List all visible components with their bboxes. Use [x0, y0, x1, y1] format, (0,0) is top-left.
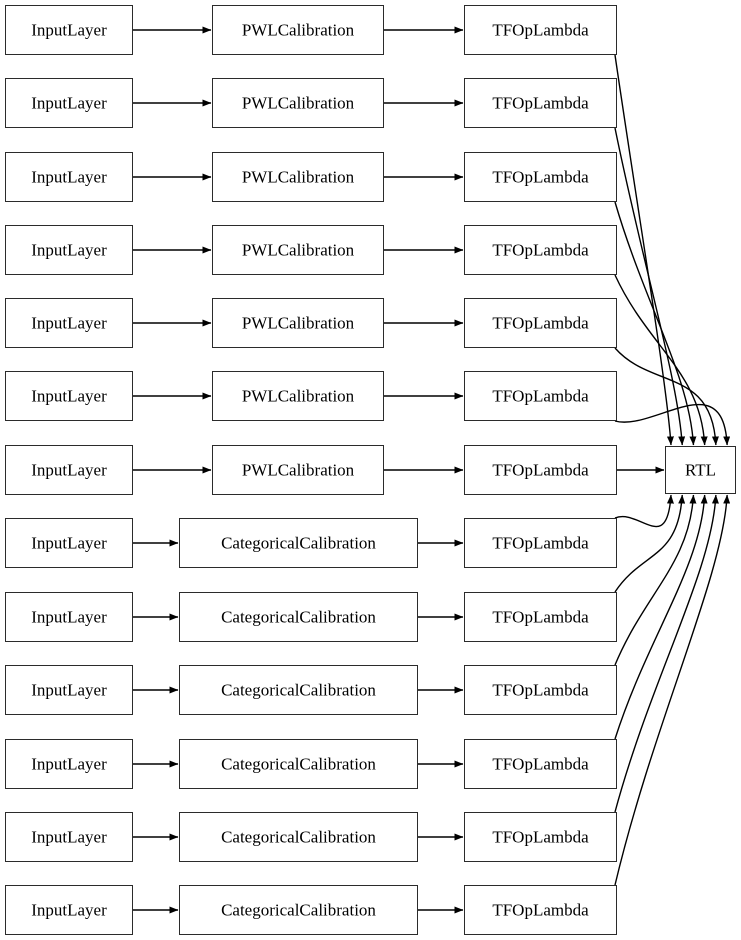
- node-input-layer[interactable]: InputLayer: [5, 592, 133, 642]
- edge-op-to-rtl: [614, 494, 719, 813]
- node-input-layer[interactable]: InputLayer: [5, 885, 133, 935]
- node-label: CategoricalCalibration: [221, 607, 376, 626]
- node-tfoplambda[interactable]: TFOpLambda: [464, 225, 617, 275]
- node-label: TFOpLambda: [492, 607, 589, 626]
- node-label: CategoricalCalibration: [221, 680, 376, 699]
- node-categorical-calibration[interactable]: CategoricalCalibration: [179, 592, 418, 642]
- node-input-layer[interactable]: InputLayer: [5, 298, 133, 348]
- node-label: TFOpLambda: [492, 313, 589, 332]
- node-label: InputLayer: [31, 460, 107, 479]
- node-pwl-calibration[interactable]: PWLCalibration: [212, 225, 384, 275]
- edge-op-to-rtl: [614, 494, 697, 666]
- node-pwl-calibration[interactable]: PWLCalibration: [212, 5, 384, 55]
- node-input-layer[interactable]: InputLayer: [5, 445, 133, 495]
- node-label: InputLayer: [31, 386, 107, 405]
- node-label: TFOpLambda: [492, 167, 589, 186]
- node-label: TFOpLambda: [492, 827, 589, 846]
- node-rtl[interactable]: RTL: [665, 446, 736, 494]
- node-label: PWLCalibration: [241, 460, 355, 479]
- node-input-layer[interactable]: InputLayer: [5, 225, 133, 275]
- node-tfoplambda[interactable]: TFOpLambda: [464, 812, 617, 862]
- edge-op-to-rtl: [614, 54, 674, 446]
- node-pwl-calibration[interactable]: PWLCalibration: [212, 152, 384, 202]
- node-tfoplambda[interactable]: TFOpLambda: [464, 739, 617, 789]
- node-label: RTL: [684, 460, 717, 479]
- edge-op-to-rtl: [614, 127, 686, 446]
- node-categorical-calibration[interactable]: CategoricalCalibration: [179, 518, 418, 568]
- node-input-layer[interactable]: InputLayer: [5, 812, 133, 862]
- node-categorical-calibration[interactable]: CategoricalCalibration: [179, 665, 418, 715]
- node-input-layer[interactable]: InputLayer: [5, 152, 133, 202]
- node-label: CategoricalCalibration: [221, 900, 376, 919]
- node-input-layer[interactable]: InputLayer: [5, 5, 133, 55]
- edge-op-to-rtl: [614, 494, 686, 593]
- node-input-layer[interactable]: InputLayer: [5, 739, 133, 789]
- node-label: PWLCalibration: [241, 93, 355, 112]
- node-label: PWLCalibration: [241, 167, 355, 186]
- node-pwl-calibration[interactable]: PWLCalibration: [212, 78, 384, 128]
- node-tfoplambda[interactable]: TFOpLambda: [464, 885, 617, 935]
- node-categorical-calibration[interactable]: CategoricalCalibration: [179, 739, 418, 789]
- node-tfoplambda[interactable]: TFOpLambda: [464, 518, 617, 568]
- node-label: InputLayer: [31, 607, 107, 626]
- node-input-layer[interactable]: InputLayer: [5, 518, 133, 568]
- edge-op-to-rtl: [614, 494, 674, 528]
- node-label: TFOpLambda: [492, 754, 589, 773]
- node-label: TFOpLambda: [492, 240, 589, 259]
- node-tfoplambda[interactable]: TFOpLambda: [464, 78, 617, 128]
- node-label: TFOpLambda: [492, 900, 589, 919]
- node-label: TFOpLambda: [492, 93, 589, 112]
- node-label: TFOpLambda: [492, 386, 589, 405]
- node-label: InputLayer: [31, 20, 107, 39]
- node-label: TFOpLambda: [492, 680, 589, 699]
- node-tfoplambda[interactable]: TFOpLambda: [464, 445, 617, 495]
- node-label: InputLayer: [31, 680, 107, 699]
- node-tfoplambda[interactable]: TFOpLambda: [464, 592, 617, 642]
- edge-op-to-rtl: [614, 494, 731, 886]
- node-label: PWLCalibration: [241, 313, 355, 332]
- node-categorical-calibration[interactable]: CategoricalCalibration: [179, 885, 418, 935]
- node-input-layer[interactable]: InputLayer: [5, 371, 133, 421]
- node-tfoplambda[interactable]: TFOpLambda: [464, 5, 617, 55]
- node-label: TFOpLambda: [492, 533, 589, 552]
- node-label: PWLCalibration: [241, 386, 355, 405]
- node-tfoplambda[interactable]: TFOpLambda: [464, 298, 617, 348]
- node-categorical-calibration[interactable]: CategoricalCalibration: [179, 812, 418, 862]
- node-label: PWLCalibration: [241, 240, 355, 259]
- node-tfoplambda[interactable]: TFOpLambda: [464, 665, 617, 715]
- node-pwl-calibration[interactable]: PWLCalibration: [212, 445, 384, 495]
- node-label: TFOpLambda: [492, 20, 589, 39]
- node-label: PWLCalibration: [241, 20, 355, 39]
- node-label: InputLayer: [31, 827, 107, 846]
- node-label: InputLayer: [31, 240, 107, 259]
- node-input-layer[interactable]: InputLayer: [5, 78, 133, 128]
- node-tfoplambda[interactable]: TFOpLambda: [464, 152, 617, 202]
- edge-op-to-rtl: [614, 201, 697, 446]
- node-label: CategoricalCalibration: [221, 533, 376, 552]
- node-tfoplambda[interactable]: TFOpLambda: [464, 371, 617, 421]
- edge-op-to-rtl: [614, 274, 708, 446]
- node-label: CategoricalCalibration: [221, 754, 376, 773]
- node-label: TFOpLambda: [492, 460, 589, 479]
- node-label: InputLayer: [31, 754, 107, 773]
- node-input-layer[interactable]: InputLayer: [5, 665, 133, 715]
- node-label: CategoricalCalibration: [221, 827, 376, 846]
- node-label: InputLayer: [31, 313, 107, 332]
- node-pwl-calibration[interactable]: PWLCalibration: [212, 371, 384, 421]
- edge-op-to-rtl: [614, 494, 708, 740]
- edge-op-to-rtl: [614, 347, 719, 446]
- node-pwl-calibration[interactable]: PWLCalibration: [212, 298, 384, 348]
- node-label: InputLayer: [31, 93, 107, 112]
- edge-op-to-rtl: [614, 403, 731, 446]
- node-label: InputLayer: [31, 167, 107, 186]
- node-label: InputLayer: [31, 533, 107, 552]
- node-label: InputLayer: [31, 900, 107, 919]
